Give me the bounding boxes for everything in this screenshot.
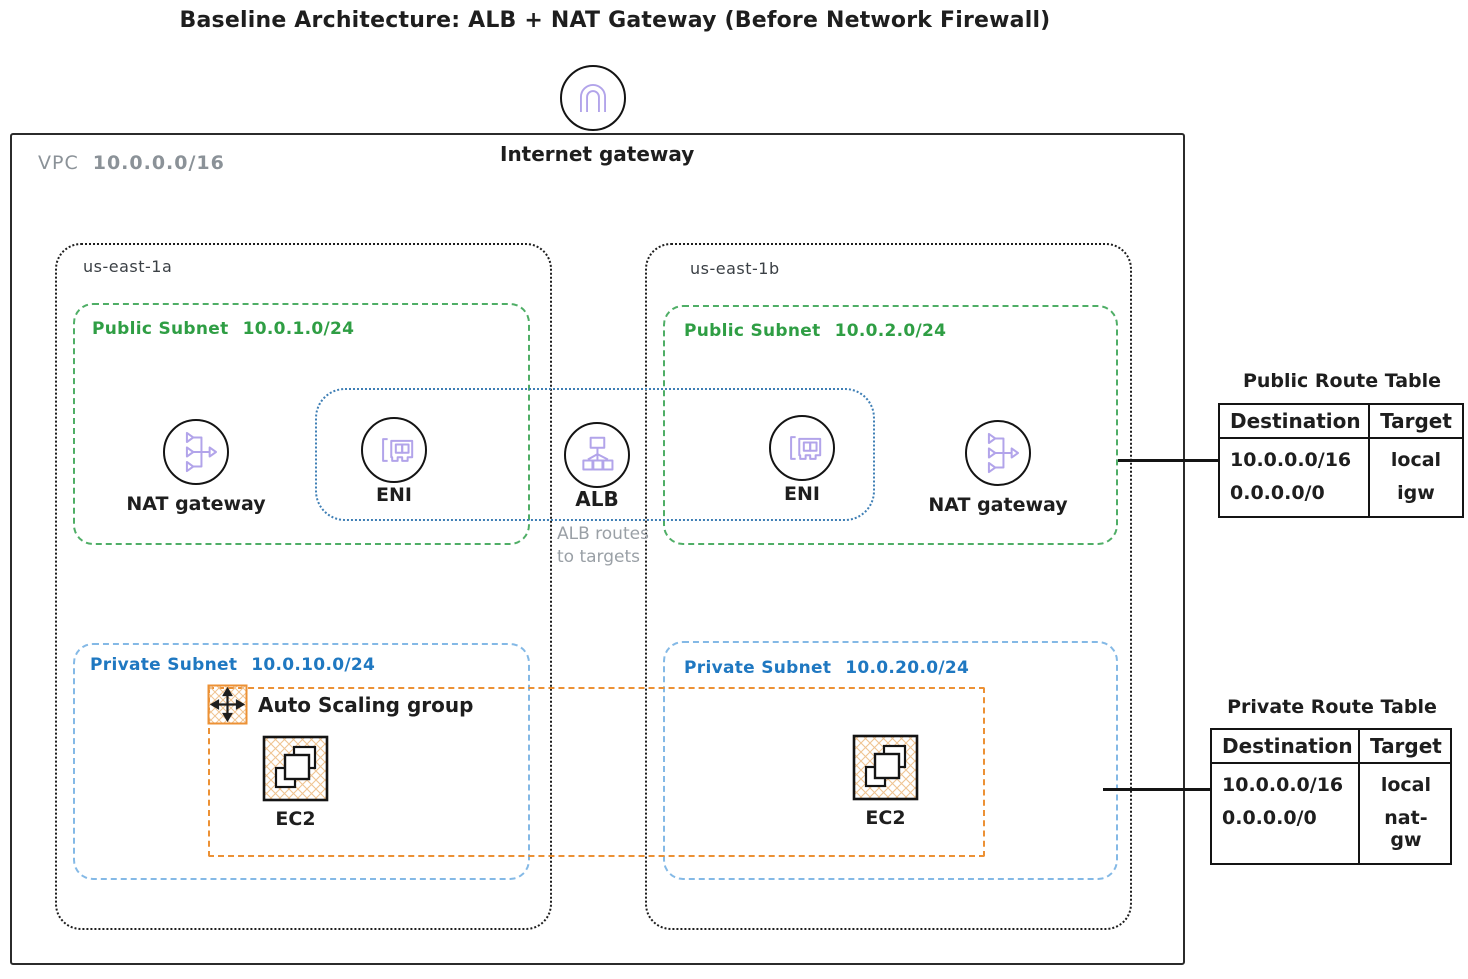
private-rt-header-destination: Destination	[1212, 730, 1358, 764]
vpc-cidr: 10.0.0.0/16	[92, 152, 225, 174]
nat-gateway-1b-label: NAT gateway	[928, 494, 1068, 516]
ec2-1a-icon	[262, 735, 329, 806]
alb-glyph	[582, 436, 614, 471]
public-rt-destinations: 10.0.0.0/16 0.0.0.0/0	[1220, 439, 1368, 516]
eni-1a-label: ENI	[376, 484, 412, 506]
public-subnet-1b-box	[663, 305, 1118, 545]
auto-scaling-group-icon	[207, 684, 248, 729]
public-route-table-title: Public Route Table	[1242, 370, 1442, 392]
public-rt-row2-target: igw	[1397, 482, 1435, 504]
internet-gateway-label: Internet gateway	[500, 142, 695, 166]
eni-1b-icon	[769, 415, 835, 481]
nat-gateway-1a-icon	[163, 419, 229, 485]
internet-gateway-glyph	[580, 84, 606, 112]
internet-gateway-icon	[560, 65, 626, 131]
auto-scaling-group-label: Auto Scaling group	[258, 693, 474, 717]
private-route-table-title: Private Route Table	[1227, 696, 1437, 718]
nat-gateway-glyph	[987, 432, 1019, 474]
public-rt-header-target: Target	[1368, 405, 1462, 439]
public-route-table-connector	[1118, 459, 1220, 462]
ec2-1a-label: EC2	[275, 808, 316, 830]
alb-note-line1: ALB routes	[557, 524, 649, 544]
vpc-name: VPC	[38, 152, 79, 174]
private-rt-destinations: 10.0.0.0/16 0.0.0.0/0	[1212, 764, 1358, 863]
az-us-east-1b-label: us-east-1b	[690, 259, 780, 278]
nat-gateway-glyph	[185, 431, 217, 473]
eni-glyph	[382, 438, 414, 462]
auto-scaling-group-box	[208, 687, 985, 857]
eni-1b-label: ENI	[784, 483, 820, 505]
public-rt-targets: local igw	[1368, 439, 1462, 516]
private-rt-row2-destination: 0.0.0.0/0	[1222, 807, 1317, 829]
private-rt-targets: local nat-gw	[1358, 764, 1452, 863]
alb-label: ALB	[575, 487, 619, 511]
nat-gateway-1b-icon	[965, 420, 1031, 486]
vpc-label: VPC 10.0.0.0/16	[38, 152, 225, 174]
private-rt-row1-target: local	[1380, 774, 1432, 796]
public-rt-row1-destination: 10.0.0.0/16	[1230, 449, 1352, 471]
vpc-box	[10, 133, 1185, 965]
az-us-east-1a-box	[55, 243, 552, 930]
alb-icon	[564, 422, 630, 488]
alb-target-group-box	[315, 388, 875, 521]
private-route-table-connector	[1103, 788, 1212, 791]
private-route-table: Destination Target 10.0.0.0/16 0.0.0.0/0…	[1210, 728, 1452, 865]
ec2-1b-icon	[852, 734, 919, 805]
eni-glyph	[790, 436, 822, 460]
public-subnet-1a-box	[73, 303, 530, 545]
public-rt-header-destination: Destination	[1220, 405, 1368, 439]
public-rt-row2-destination: 0.0.0.0/0	[1230, 482, 1325, 504]
nat-gateway-1a-label: NAT gateway	[126, 493, 266, 515]
private-subnet-1b-box	[663, 641, 1118, 880]
alb-note-line2: to targets	[557, 547, 641, 567]
private-rt-header-target: Target	[1358, 730, 1452, 764]
ec2-1b-label: EC2	[865, 807, 906, 829]
private-subnet-1a-box	[73, 643, 530, 880]
private-rt-row2-target: nat-gw	[1384, 807, 1428, 851]
private-rt-row1-destination: 10.0.0.0/16	[1222, 774, 1344, 796]
diagram-title: Baseline Architecture: ALB + NAT Gateway…	[179, 8, 1051, 33]
az-us-east-1b-box	[645, 243, 1132, 930]
public-rt-row1-target: local	[1390, 449, 1442, 471]
eni-1a-icon	[361, 417, 427, 483]
public-route-table: Destination Target 10.0.0.0/16 0.0.0.0/0…	[1218, 403, 1464, 518]
az-us-east-1a-label: us-east-1a	[83, 257, 173, 276]
